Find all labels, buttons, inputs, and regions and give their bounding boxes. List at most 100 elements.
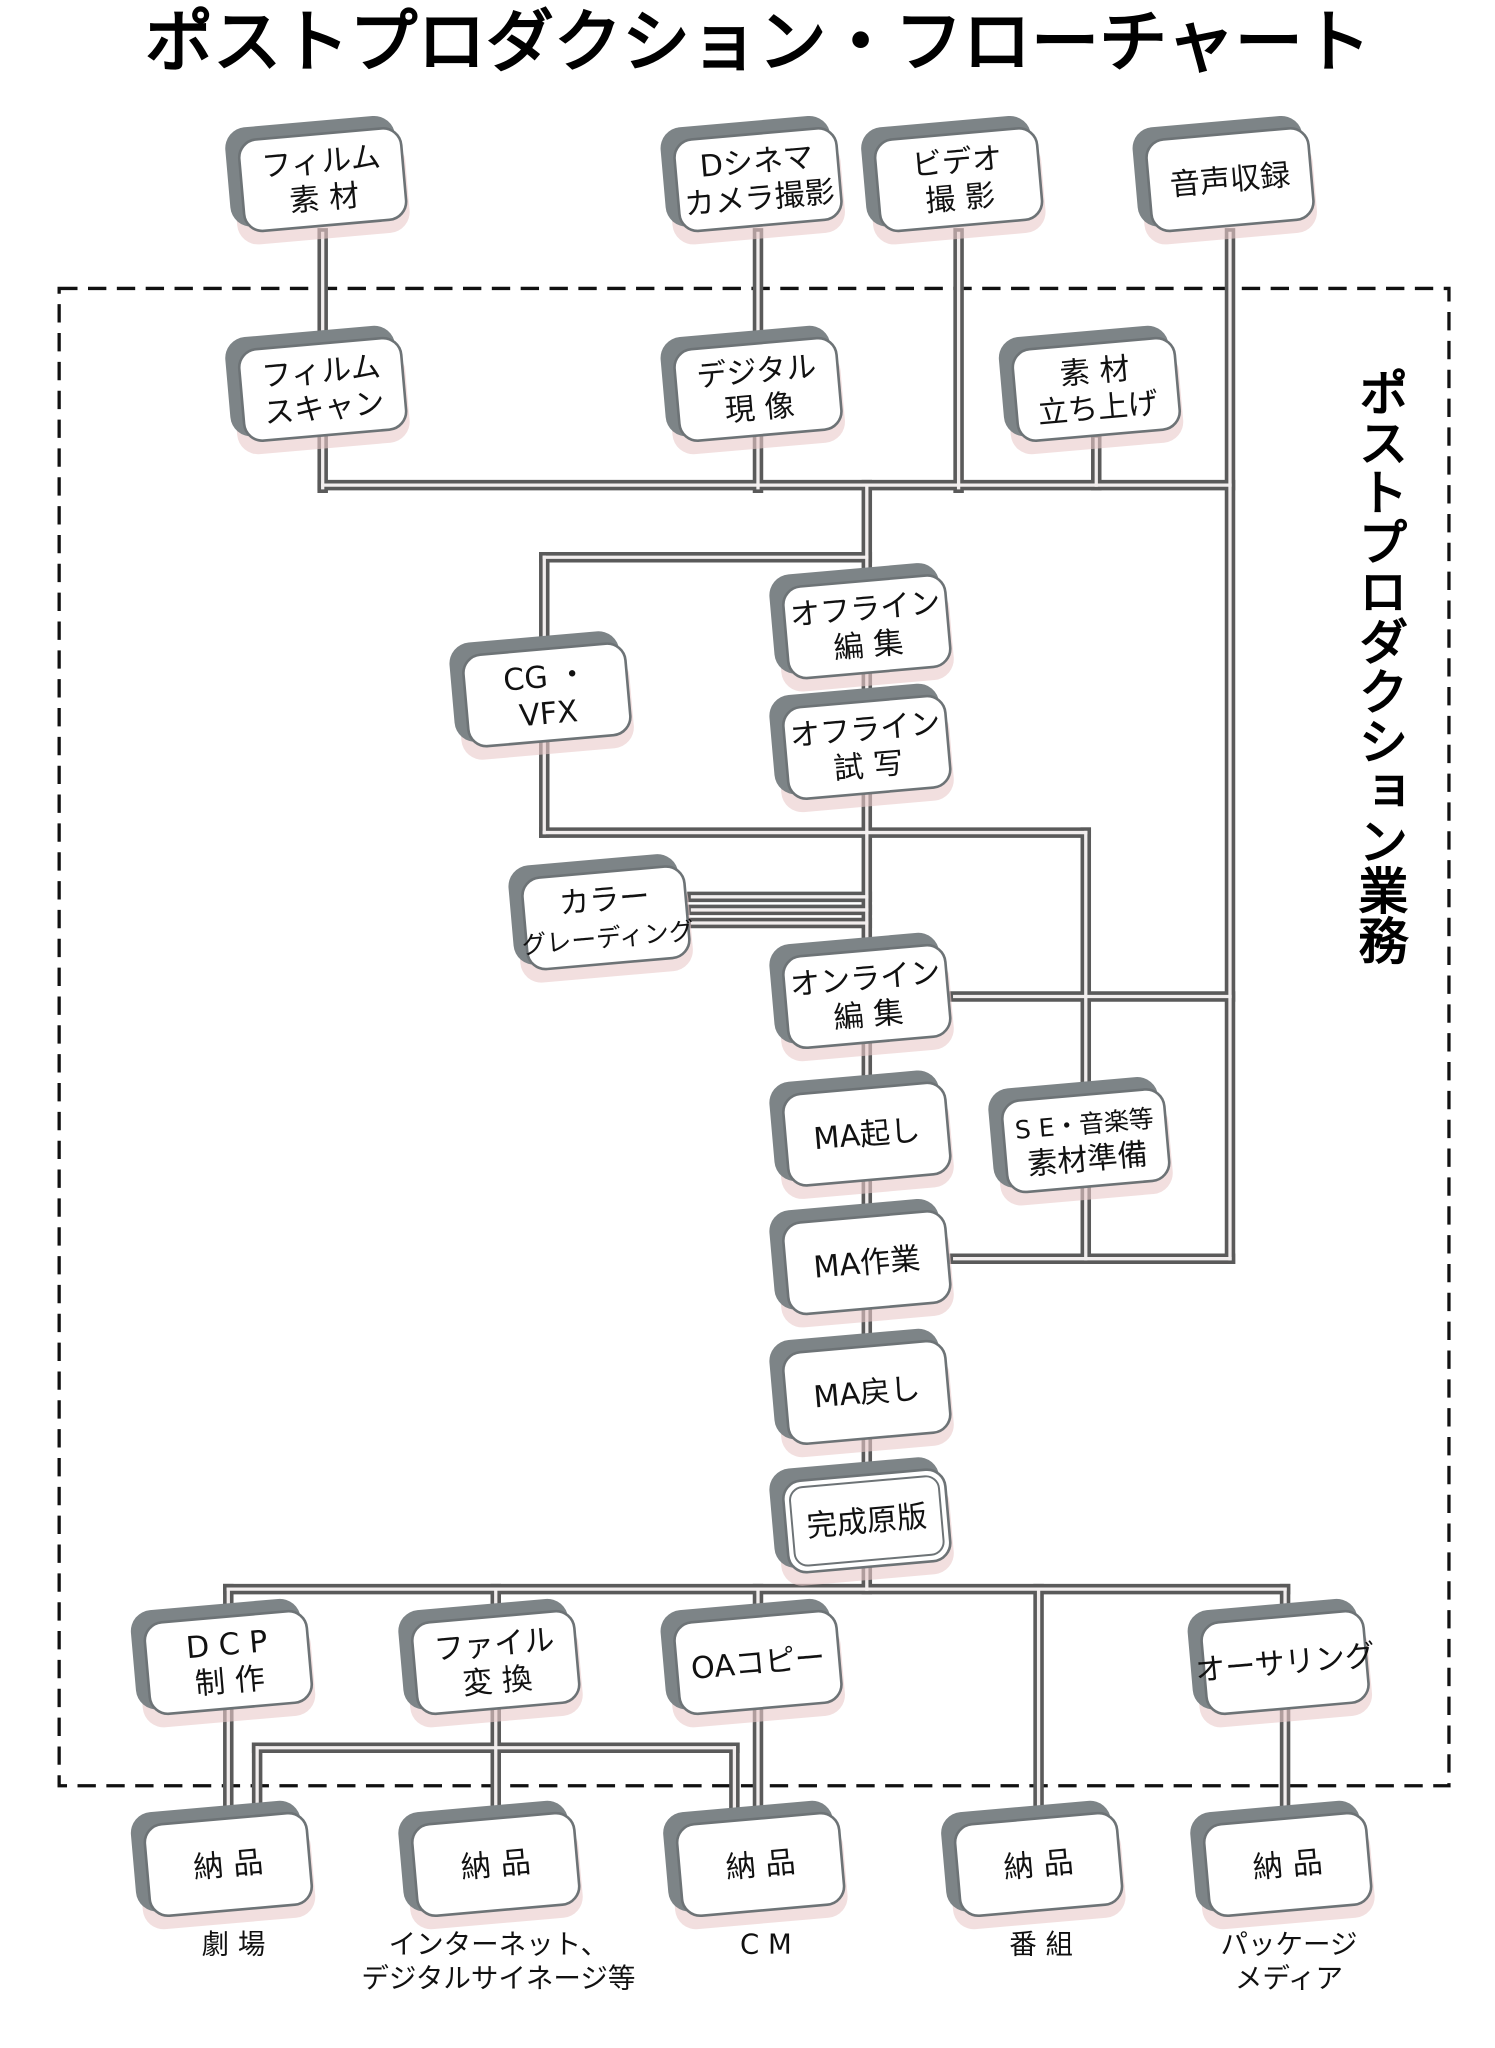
node-label-line: CG ・ [502,657,589,699]
page-title: ポストプロダクション・フローチャート [145,4,1371,83]
node-face [873,127,1044,233]
node-label-line: 納 品 [1002,1845,1075,1886]
node-label-line: D C P [185,1624,269,1666]
node-face [237,127,408,233]
node-label-line: ビデオ [911,141,1004,184]
node-label-line: 納 品 [460,1845,533,1886]
node-face [673,1609,843,1716]
node-face [1145,127,1315,233]
node-label-line: 納 品 [724,1845,797,1886]
node-offline-preview: オフライン試 写 [769,683,954,813]
destination-cm: C M [740,1929,792,1961]
region-label: ポストプロダクション業務 [1350,367,1408,965]
node-cg-vfx: CG ・VFX [449,631,634,760]
node-authoring: オーサリング [1187,1598,1376,1728]
node-label: 納 品 [724,1845,797,1886]
node-ma-prep: MA起し [769,1070,954,1199]
node-material-setup: 素 材立ち上げ [998,325,1184,455]
node-delivery-package: 納 品 [1190,1800,1375,1930]
node-label-line: 素 材 [288,178,361,219]
node-label: 納 品 [192,1845,265,1886]
node-digital-develop: デジタル現 像 [660,325,845,455]
node-oa-copy: OAコピー [660,1598,845,1728]
node-face [143,1609,314,1716]
destination-label-line: デジタルサイネージ等 [361,1963,635,1995]
node-face [143,1811,314,1918]
node-se-music-prep: S E・音楽等素材準備 [988,1077,1173,1206]
node-face [673,336,843,442]
node-face [782,943,952,1050]
node-label: フィルムスキャン [260,349,386,431]
destination-program: 番 組 [1009,1929,1073,1961]
destination-internet: インターネット、デジタルサイネージ等 [361,1929,635,1995]
destination-labels: 劇 場 インターネット、デジタルサイネージ等 C M 番 組 パッケージメディア [202,1929,1358,1995]
node-label: D C P制 作 [185,1624,273,1703]
destination-label-line: 劇 場 [202,1929,266,1961]
node-dcp: D C P制 作 [130,1598,316,1728]
node-face [1200,1609,1370,1716]
post-production-region-border [57,286,1451,1788]
node-face [237,336,408,442]
node-label-line: 納 品 [192,1845,265,1886]
node-label: ビデオ撮 影 [911,141,1007,220]
node-label-line: 納 品 [1251,1845,1324,1886]
node-face [1011,336,1182,442]
node-face [782,694,952,800]
node-face [782,574,952,680]
node-face [782,1468,952,1574]
node-face [673,127,843,233]
node-face [782,1210,952,1316]
node-label-line: 編 集 [832,626,905,667]
node-ma-work: MA作業 [769,1198,954,1328]
node-label: CG ・VFX [502,657,592,736]
node-final-master: 完成原版 [769,1457,954,1586]
node-ma-return: MA戻し [769,1328,954,1458]
node-face [782,1081,952,1187]
node-label-line: 素 材 [1058,352,1131,393]
node-face [1202,1811,1373,1918]
node-label: S E・音楽等素材準備 [1014,1104,1158,1184]
node-face [410,1811,581,1918]
node-face [521,865,691,971]
node-label-line: カラー [558,879,651,922]
destination-label-line: メディア [1235,1963,1343,1995]
destination-label-line: インターネット、 [389,1929,609,1961]
node-online-edit: オンライン編 集 [769,932,954,1062]
node-file-convert: ファイル変 換 [398,1598,583,1728]
node-face [953,1811,1124,1918]
node-face [675,1811,846,1918]
node-delivery-internet: 納 品 [398,1800,583,1930]
node-inner-border [789,1475,945,1567]
destination-label-line: パッケージ [1220,1929,1357,1961]
node-label-line: 撮 影 [924,178,997,219]
node-face [410,1609,581,1716]
destination-theater: 劇 場 [202,1929,266,1961]
destination-package: パッケージメディア [1220,1929,1357,1995]
node-label: オンライン編 集 [789,955,945,1040]
process-nodes: フィルム素 材Dシネマカメラ撮影ビデオ撮 影音声収録フィルムスキャンデジタル現 … [130,115,1376,1930]
node-delivery-cm: 納 品 [663,1800,848,1930]
node-label: 納 品 [1002,1845,1075,1886]
node-offline-edit: オフライン編 集 [769,563,954,692]
node-label-line: 編 集 [832,995,905,1036]
node-color-grading: カラーグレーディング [508,854,695,983]
node-audio-record: 音声収録 [1132,115,1317,245]
node-delivery-program: 納 品 [941,1800,1126,1930]
node-face [462,642,632,748]
node-film-material: フィルム素 材 [225,115,410,245]
node-label-line: 試 写 [832,746,905,787]
node-label-line: 制 作 [194,1661,267,1702]
node-label: 納 品 [460,1845,533,1886]
node-delivery-theater: 納 品 [130,1800,316,1930]
connector-lines [223,228,1291,1841]
node-label: 納 品 [1251,1845,1324,1886]
destination-label-line: 番 組 [1009,1929,1073,1961]
node-video-shoot: ビデオ撮 影 [861,115,1046,245]
node-face [1001,1088,1171,1194]
node-label-line: 変 換 [461,1661,534,1702]
node-d-cinema-shoot: Dシネマカメラ撮影 [660,115,845,245]
node-label-line: 現 像 [723,388,796,429]
node-face [782,1339,952,1446]
destination-label-line: C M [740,1929,792,1961]
